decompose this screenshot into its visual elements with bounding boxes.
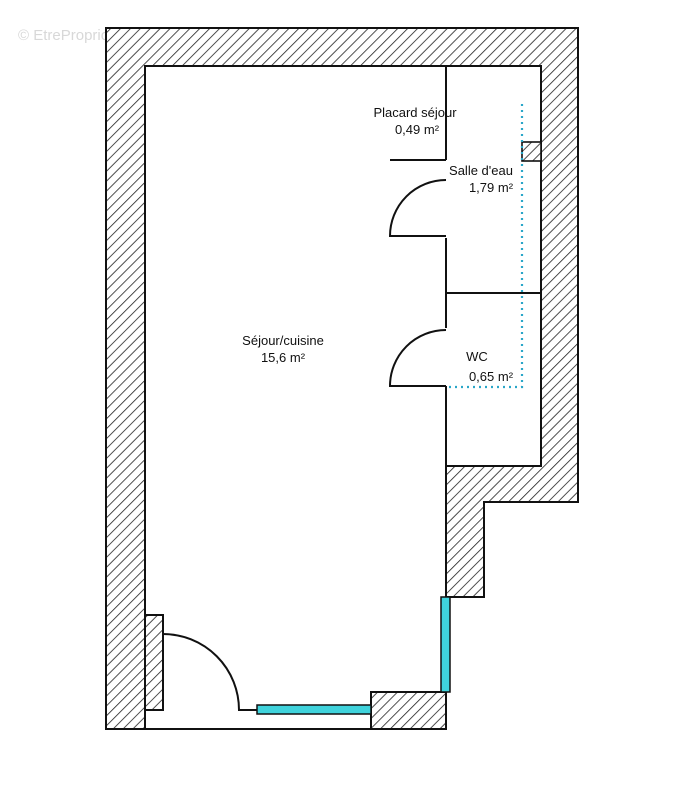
room-labels: Placard séjour 0,49 m² Salle d'eau 1,79 … [242, 105, 514, 384]
corner-wall-block [370, 691, 447, 730]
room-name-wc: WC [466, 349, 488, 364]
entrance-door-swing [162, 633, 257, 711]
dotted-bathroom-outline [446, 104, 524, 389]
bathroom-door-swing [388, 179, 447, 237]
door-swings [162, 179, 447, 711]
wc-door-swing [388, 329, 447, 387]
room-name-salle-deau: Salle d'eau [449, 163, 513, 178]
room-area-wc: 0,65 m² [469, 369, 514, 384]
bathroom-column [521, 141, 542, 162]
window-right [440, 596, 451, 693]
window-bottom [256, 704, 372, 715]
room-area-salle-deau: 1,79 m² [469, 180, 514, 195]
windows [256, 596, 451, 715]
room-name-sejour: Séjour/cuisine [242, 333, 324, 348]
room-name-placard: Placard séjour [373, 105, 457, 120]
watermark-text: © EtreProprio [18, 27, 109, 44]
room-area-placard: 0,49 m² [395, 122, 440, 137]
interior-partitions [390, 66, 541, 466]
door-jamb-block [144, 614, 164, 711]
room-area-sejour: 15,6 m² [261, 350, 306, 365]
